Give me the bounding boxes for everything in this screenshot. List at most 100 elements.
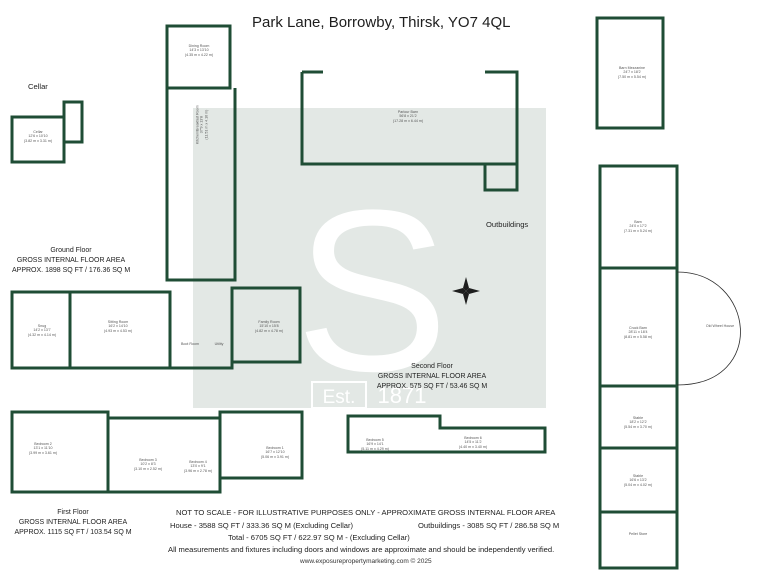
room-size-metric: (8.81 m x 5.58 m) bbox=[623, 334, 653, 339]
room-utility: Utility bbox=[208, 342, 230, 346]
kitchen-walls bbox=[165, 88, 237, 282]
room-size-metric: (7.31 m x 5.24 m) bbox=[623, 228, 653, 233]
second-floor-area: Second Floor GROSS INTERNAL FLOOR AREA A… bbox=[372, 362, 492, 392]
ground-floor-approx: APPROX. 1898 SQ FT / 176.36 SQ M bbox=[12, 267, 131, 274]
room-size: 16'9 x 14'1 bbox=[366, 442, 384, 447]
room-size: 12'6 x 10'10 bbox=[28, 134, 48, 139]
room-bed5: Bedroom 5 16'9 x 14'1 (5.11 m x 4.29 m) bbox=[350, 438, 400, 451]
room-snug: Snug 14'2 x 13'7 (4.32 m x 4.14 m) bbox=[16, 324, 68, 337]
outbuildings-area: Outbuildings - 3085 SQ FT / 286.58 SQ M bbox=[418, 521, 560, 530]
ground-floor-title: Ground Floor bbox=[50, 247, 92, 254]
room-size-metric: (5.06 m x 3.91 m) bbox=[260, 454, 290, 459]
room-name: Dining Room bbox=[188, 44, 210, 48]
room-parlour: Parlour Barn 56'8 x 21'2 (17.28 m x 6.44… bbox=[380, 110, 436, 123]
cellar-stair-box bbox=[62, 100, 84, 144]
credit-link[interactable]: www.exposurepropertymarketing.com © 2025 bbox=[300, 558, 432, 565]
room-dining: Dining Room 14'3 x 13'10 (4.35 m x 4.22 … bbox=[170, 44, 228, 57]
watermark-square bbox=[193, 108, 546, 408]
room-size-metric: (17.28 m x 6.44 m) bbox=[392, 118, 424, 123]
room-name: Bedroom 2 bbox=[34, 442, 52, 446]
wheel-house-outline bbox=[676, 271, 741, 386]
room-name: Barn bbox=[634, 220, 642, 224]
parlour-barn-walls bbox=[300, 70, 519, 192]
room-barn: Barn 24'0 x 17'2 (7.31 m x 5.24 m) bbox=[610, 220, 666, 233]
room-size-metric: (4.82 m x 4.78 m) bbox=[254, 328, 284, 333]
room-bootroom: Boot Room bbox=[176, 342, 204, 346]
room-size-metric: (4.40 m x 3.40 m) bbox=[458, 444, 488, 449]
pellet-store-walls bbox=[598, 510, 679, 570]
room-bed2: Bedroom 2 13'1 x 11'10 (3.99 m x 3.61 m) bbox=[14, 442, 72, 455]
boot-utility-walls bbox=[168, 300, 234, 370]
watermark-badge: Est. bbox=[323, 387, 356, 408]
first-floor-approx: APPROX. 1115 SQ FT / 103.54 SQ M bbox=[14, 529, 132, 536]
barn-mezzanine-walls bbox=[595, 16, 665, 130]
room-bed4: Bedroom 4 13'0 x 9'1 (3.96 m x 2.78 m) bbox=[178, 460, 218, 473]
total-area: Total - 6705 SQ FT / 622.97 SQ M - (Excl… bbox=[228, 533, 410, 542]
room-size: 14'3 x 13'10 bbox=[189, 48, 209, 53]
first-floor-title: First Floor bbox=[57, 509, 89, 516]
room-size-metric: (3.96 m x 2.78 m) bbox=[183, 468, 213, 473]
watermark-letter: S bbox=[295, 162, 448, 419]
room-stable-2: Stable 16'6 x 13'2 (5.04 m x 4.02 m) bbox=[610, 474, 666, 487]
room-size: 13'0 x 9'1 bbox=[190, 464, 206, 469]
room-pellet-store: Pellet Store bbox=[620, 532, 656, 536]
room-name: Bedroom 3 bbox=[139, 458, 157, 462]
dining-room-walls bbox=[165, 24, 232, 90]
first-floor-right-walls bbox=[218, 410, 304, 480]
room-name: Pellet Store bbox=[628, 532, 648, 536]
barn-walls bbox=[598, 164, 679, 270]
second-floor-walls bbox=[346, 414, 547, 454]
page-title: Park Lane, Borrowby, Thirsk, YO7 4QL bbox=[252, 14, 511, 31]
first-floor-mid-walls bbox=[106, 416, 222, 494]
room-size-metric: (4.93 m x 4.53 m) bbox=[103, 328, 133, 333]
room-name: Utility bbox=[214, 342, 224, 346]
room-size-metric: (4.35 m x 4.22 m) bbox=[184, 52, 214, 57]
room-name: Cellar bbox=[33, 130, 43, 134]
room-size: 18'2 x 12'2 bbox=[629, 420, 647, 425]
room-size-metric: (4.32 m x 4.14 m) bbox=[27, 332, 57, 337]
room-size-metric: (3.82 m x 3.31 m) bbox=[23, 138, 53, 143]
disclaimer: All measurements and fixtures including … bbox=[168, 545, 555, 554]
scale-note: NOT TO SCALE - FOR ILLUSTRATIVE PURPOSES… bbox=[176, 508, 556, 517]
room-bed3: Bedroom 3 10'2 x 8'3 (3.10 m x 2.52 m) bbox=[126, 458, 170, 471]
outbuildings-label: Outbuildings bbox=[486, 220, 529, 229]
ground-floor-area: Ground Floor GROSS INTERNAL FLOOR AREA A… bbox=[12, 246, 130, 276]
room-granary: Barn Mezzanine 24'7 x 18'2 (7.50 m x 5.5… bbox=[606, 66, 658, 79]
first-floor-gia: GROSS INTERNAL FLOOR AREA bbox=[18, 519, 128, 526]
room-size: 56'8 x 21'2 bbox=[399, 114, 417, 119]
room-size: 28'11 x 18'4 bbox=[628, 330, 648, 335]
room-name: Stable bbox=[632, 474, 644, 478]
room-size-metric: (7.50 m x 5.54 m) bbox=[617, 74, 647, 79]
room-size: 13'1 x 11'10 bbox=[33, 446, 53, 451]
room-wheel-house: Old Wheel House bbox=[700, 324, 740, 328]
room-stable-1: Stable 18'2 x 12'2 (5.54 m x 3.70 m) bbox=[610, 416, 666, 429]
room-bed1: Bedroom 1 16'7 x 12'10 (5.06 m x 3.91 m) bbox=[252, 446, 298, 459]
room-family: Family Room 15'10 x 15'8 (4.82 m x 4.78 … bbox=[244, 320, 294, 333]
room-name: Parlour Barn bbox=[397, 110, 419, 114]
room-name: Cruck Barn bbox=[629, 326, 647, 330]
room-size: 14'5 x 11'2 bbox=[464, 440, 482, 445]
room-size-metric: (5.04 m x 4.02 m) bbox=[623, 482, 653, 487]
cellar-label: Cellar bbox=[28, 82, 48, 91]
room-size-metric: (5.54 m x 3.70 m) bbox=[623, 424, 653, 429]
room-size: 16'7 x 12'10 bbox=[265, 450, 285, 455]
room-name: Bedroom 1 bbox=[266, 446, 284, 450]
room-size-metric: (3.10 m x 2.52 m) bbox=[133, 466, 163, 471]
room-name: Sitting Room bbox=[107, 320, 129, 324]
room-size-metric: (5.11 m x 4.29 m) bbox=[361, 446, 389, 451]
room-name: Bedroom 6 bbox=[464, 436, 482, 440]
room-name: Bedroom 5 bbox=[366, 438, 384, 442]
room-name: Snug bbox=[37, 324, 47, 328]
watermark-year: 1871 bbox=[378, 383, 427, 408]
room-cellar: Cellar 12'6 x 10'10 (3.82 m x 3.31 m) bbox=[14, 130, 62, 143]
family-room-walls bbox=[230, 286, 302, 364]
first-floor-area: First Floor GROSS INTERNAL FLOOR AREA AP… bbox=[6, 508, 140, 538]
room-size: 16'2 x 14'10 bbox=[108, 324, 128, 329]
compass-rose-icon bbox=[452, 277, 480, 305]
watermark-badge-box bbox=[311, 381, 367, 409]
second-floor-approx: APPROX. 575 SQ FT / 53.46 SQ M bbox=[376, 383, 488, 390]
room-size: 16'6 x 13'2 bbox=[629, 478, 647, 483]
room-size: 24'7 x 18'2 bbox=[623, 70, 641, 75]
